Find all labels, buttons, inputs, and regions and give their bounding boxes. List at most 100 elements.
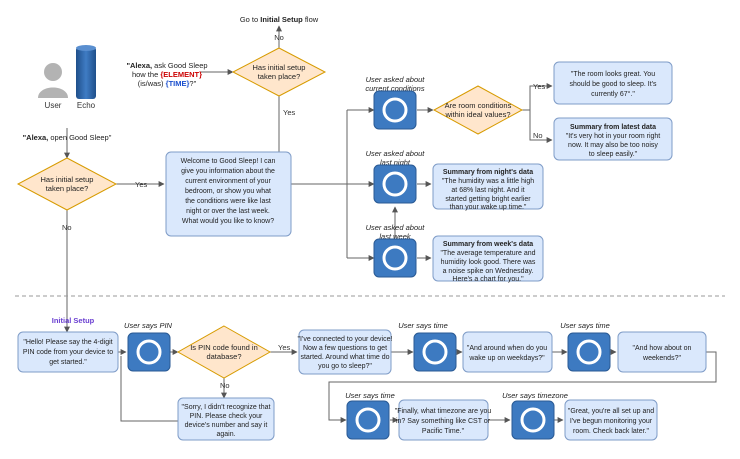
- svg-text:should be good to sleep. It's: should be good to sleep. It's: [570, 81, 657, 88]
- says-time-label: User says time: [398, 321, 448, 330]
- yes-label-pin: Yes: [278, 343, 290, 352]
- initial-setup-label: Initial Setup: [52, 316, 95, 325]
- svg-text:current environment of your: current environment of your: [185, 178, 271, 185]
- svg-text:taken place?: taken place?: [258, 72, 301, 81]
- alexa-icon: [511, 400, 555, 440]
- svg-text:Summary from night's data: Summary from night's data: [443, 169, 533, 176]
- all-set-box: "Great, you're all set up and I've begun…: [564, 399, 658, 441]
- svg-text:in? Say something like CST or: in? Say something like CST or: [396, 418, 491, 425]
- yes-label-top: Yes: [283, 108, 295, 117]
- no-label-ideal: No: [533, 131, 543, 140]
- svg-text:"And around when do you: "And around when do you: [467, 345, 547, 352]
- decision-initial-setup-top: Has initial setup taken place?: [231, 47, 327, 97]
- svg-text:Is PIN code found in: Is PIN code found in: [190, 343, 258, 352]
- svg-text:started getting bright earlier: started getting bright earlier: [445, 196, 531, 203]
- svg-text:Summary from week's data: Summary from week's data: [443, 241, 533, 248]
- question-current-line1: User asked about: [366, 75, 426, 84]
- alexa-icon: [413, 332, 457, 372]
- svg-text:again.: again.: [216, 431, 235, 438]
- decision-initial-setup-left: Has initial setup taken place?: [16, 157, 118, 211]
- echo-label: Echo: [77, 101, 96, 110]
- svg-text:PIN. Please check your: PIN. Please check your: [190, 413, 263, 420]
- svg-text:the conditions were like last: the conditions were like last: [185, 198, 271, 205]
- svg-text:I've begun monitoring your: I've begun monitoring your: [570, 418, 653, 425]
- sorry-box: "Sorry, I didn't recognize that PIN. Ple…: [177, 397, 275, 441]
- alexa-icon: [127, 332, 171, 372]
- svg-text:than your wake up time.": than your wake up time.": [450, 204, 527, 211]
- weekends-box: "And how about on weekends?": [617, 331, 707, 373]
- svg-text:how the {ELEMENT}: how the {ELEMENT}: [132, 70, 202, 79]
- svg-text:"Finally, what timezone are yo: "Finally, what timezone are you: [395, 408, 492, 415]
- svg-text:a noise spike on Wednesday.: a noise spike on Wednesday.: [443, 268, 534, 275]
- alexa-icon: [373, 164, 417, 204]
- svg-text:"The humidity was a little hig: "The humidity was a little high: [442, 178, 534, 185]
- svg-text:"It's very hot in your room ri: "It's very hot in your room right: [566, 133, 661, 140]
- echo-device: Echo: [76, 45, 96, 110]
- latest-summary-box: Summary from latest data "It's very hot …: [553, 117, 673, 161]
- says-pin-label: User says PIN: [124, 321, 173, 330]
- room-great-box: "The room looks great. You should be goo…: [553, 61, 673, 105]
- svg-text:"Hello! Please say the 4-digit: "Hello! Please say the 4-digit: [23, 339, 112, 346]
- svg-text:you go to sleep?": you go to sleep?": [318, 363, 372, 370]
- connectors: [64, 25, 717, 423]
- svg-text:Are room conditions: Are room conditions: [445, 101, 512, 110]
- question-lastnight-line1: User asked about: [366, 149, 426, 158]
- says-time-label: User says time: [345, 391, 395, 400]
- says-timezone-label: User says timezone: [502, 391, 568, 400]
- svg-text:What would you like to know?: What would you like to know?: [182, 218, 274, 225]
- svg-text:device's number and say it: device's number and say it: [185, 422, 268, 429]
- alexa-icon: [373, 238, 417, 278]
- timezone-box: "Finally, what timezone are you in? Say …: [395, 399, 492, 441]
- svg-text:at 68% last night. And it: at 68% last night. And it: [451, 187, 524, 194]
- svg-text:"And how about on: "And how about on: [633, 345, 692, 352]
- svg-text:PIN code from your device to: PIN code from your device to: [23, 349, 113, 356]
- svg-text:"Sorry, I didn't recognize tha: "Sorry, I didn't recognize that: [182, 404, 271, 411]
- svg-text:humidity look good. There was: humidity look good. There was: [441, 259, 536, 266]
- svg-text:Has initial setup: Has initial setup: [41, 175, 94, 184]
- svg-text:Welcome to Good Sleep! I can: Welcome to Good Sleep! I can: [181, 158, 276, 165]
- svg-text:bedroom, or show you what: bedroom, or show you what: [185, 188, 271, 195]
- hello-box: "Hello! Please say the 4-digit PIN code …: [17, 331, 119, 373]
- yes-label-left: Yes: [135, 180, 147, 189]
- svg-text:Here's a chart for you.": Here's a chart for you.": [452, 276, 524, 283]
- svg-text:"The room looks great. You: "The room looks great. You: [571, 71, 655, 78]
- svg-text:within ideal values?: within ideal values?: [444, 110, 510, 119]
- no-label-top: No: [274, 33, 284, 42]
- svg-text:get started.": get started.": [49, 359, 87, 366]
- week-summary-box: Summary from week's data "The average te…: [432, 235, 544, 283]
- svg-text:currently 67°.": currently 67°.": [591, 90, 635, 98]
- yes-label-ideal: Yes: [533, 82, 545, 91]
- no-label-left: No: [62, 223, 72, 232]
- user-label: User: [45, 101, 62, 110]
- no-label-pin: No: [220, 381, 230, 390]
- svg-text:room. Check back later.": room. Check back later.": [573, 428, 650, 435]
- svg-text:"Great, you're all set up and: "Great, you're all set up and: [568, 408, 654, 415]
- svg-text:database?: database?: [206, 352, 241, 361]
- svg-text:night or over the last week.: night or over the last week.: [186, 208, 270, 215]
- says-time-label: User says time: [560, 321, 610, 330]
- alexa-icon: [567, 332, 611, 372]
- svg-text:now. It may also be too noisy: now. It may also be too noisy: [568, 142, 658, 149]
- svg-text:"The average temperature and: "The average temperature and: [440, 250, 535, 257]
- decision-pin-found: Is PIN code found in database?: [176, 325, 272, 379]
- user-figure: User: [38, 63, 68, 110]
- svg-text:to sleep easily.": to sleep easily.": [589, 151, 638, 158]
- alexa-icon: [373, 90, 417, 130]
- question-current-line2: current conditions: [365, 84, 424, 93]
- svg-text:Now a few questions to get: Now a few questions to get: [303, 345, 387, 352]
- alexa-icon: [346, 400, 390, 440]
- question-lastweek-line1: User asked about: [366, 223, 426, 232]
- ask-utterance: "Alexa, ask Good Sleep how the {ELEMENT}…: [126, 61, 207, 88]
- svg-text:Pacific Time.": Pacific Time.": [422, 428, 465, 435]
- decision-ideal-values: Are room conditions within ideal values?: [432, 85, 524, 135]
- night-summary-box: Summary from night's data "The humidity …: [432, 163, 544, 211]
- question-lastnight-line2: last night: [380, 158, 411, 167]
- svg-text:started. Around what time do: started. Around what time do: [300, 354, 389, 361]
- svg-text:"I've connected to your device: "I've connected to your device!: [298, 336, 393, 343]
- svg-text:"Alexa, ask Good Sleep: "Alexa, ask Good Sleep: [126, 61, 207, 70]
- svg-text:wake up on weekdays?": wake up on weekdays?": [468, 355, 545, 362]
- svg-text:weekends?": weekends?": [642, 355, 681, 362]
- connected-box: "I've connected to your device! Now a fe…: [298, 329, 393, 375]
- svg-text:(is/was) {TIME}?": (is/was) {TIME}?": [138, 79, 197, 88]
